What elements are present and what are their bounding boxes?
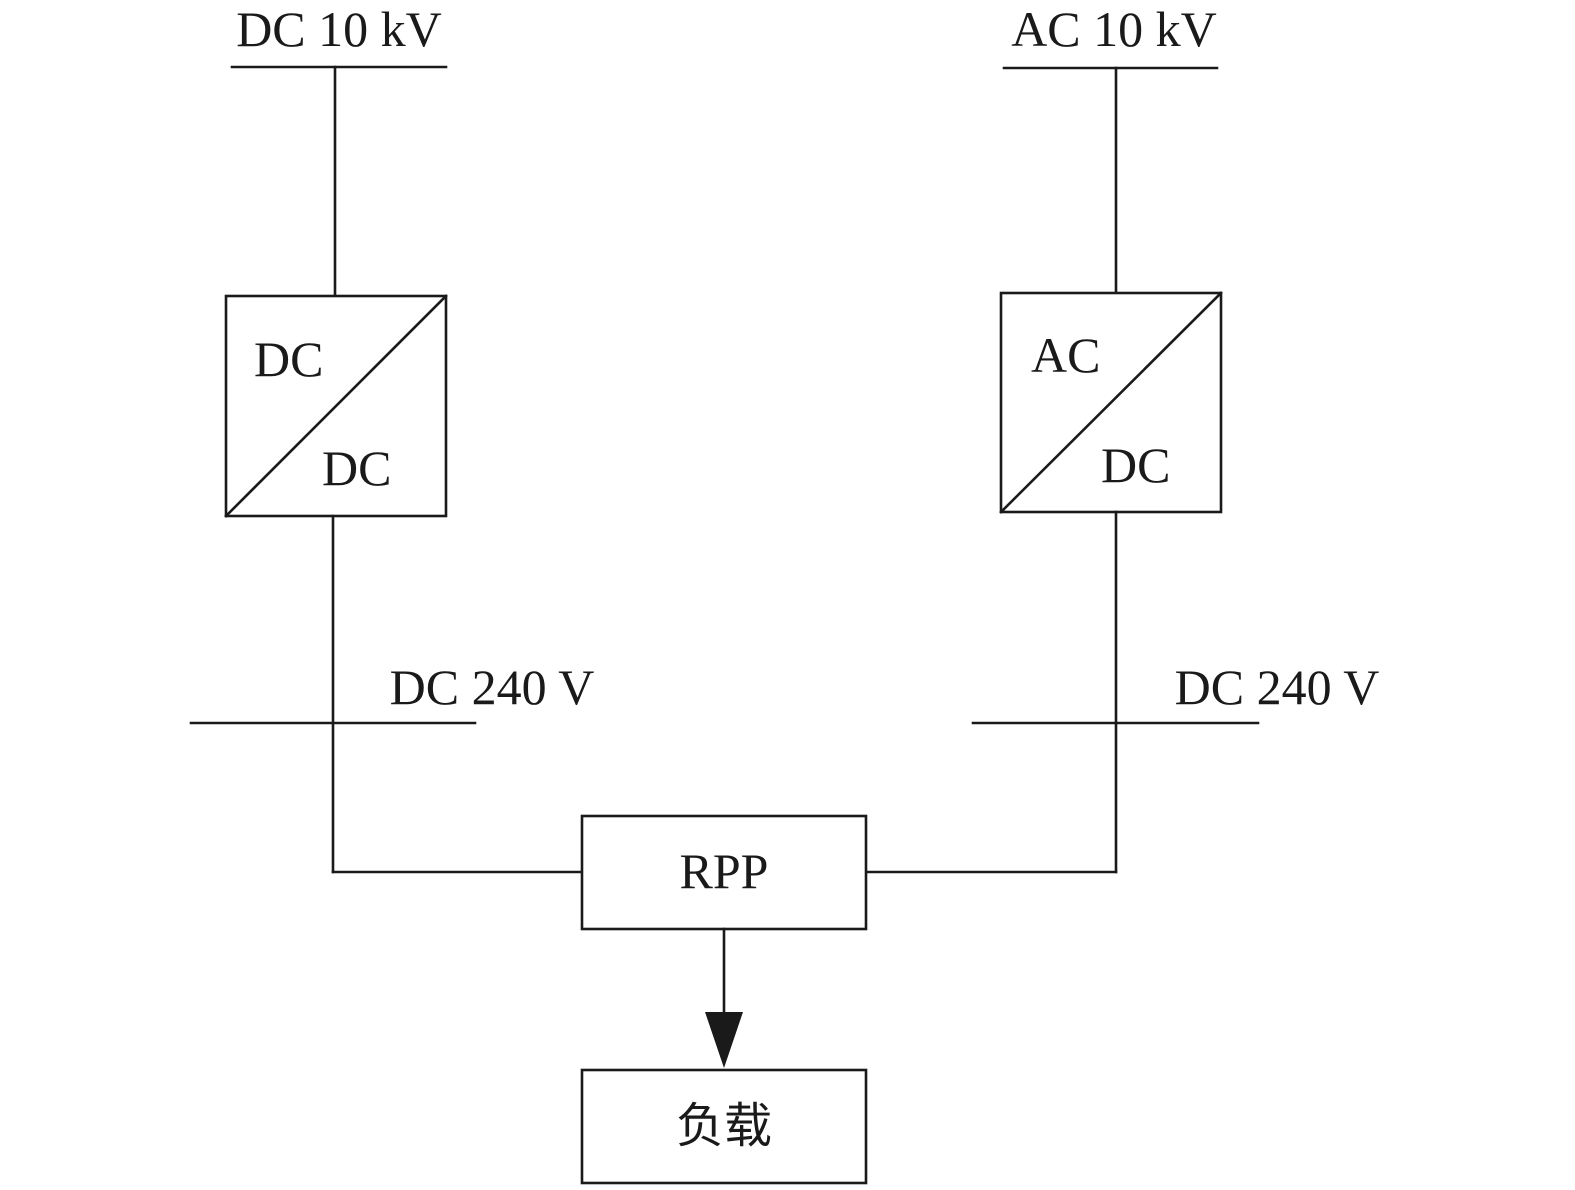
ac-dc-converter-input-label: AC — [1031, 327, 1100, 383]
down-arrow-icon — [705, 1012, 743, 1068]
load-label: 负载 — [676, 1098, 772, 1154]
dc-240v-left-bus-label: DC 240 V — [390, 659, 595, 715]
rpp-label: RPP — [680, 843, 769, 899]
ac-dc-converter: AC DC — [999, 291, 1223, 514]
dc-10kv-bus-label: DC 10 kV — [236, 1, 442, 57]
load-box — [580, 1068, 868, 1185]
dc-dc-converter-diagonal — [224, 294, 448, 518]
rpp-block: RPP — [580, 814, 868, 931]
dc-dc-converter-input-label: DC — [254, 331, 323, 387]
load-block: 负载 — [580, 1068, 868, 1185]
dc-240v-right-bus-label: DC 240 V — [1175, 659, 1380, 715]
rpp-box — [580, 814, 868, 931]
ac-dc-converter-output-label: DC — [1101, 437, 1170, 493]
ac-10kv-bus-label: AC 10 kV — [1011, 1, 1217, 57]
dc-dc-converter: DC DC — [224, 294, 448, 518]
ac-dc-converter-diagonal — [999, 291, 1223, 514]
dc-dc-converter-output-label: DC — [322, 440, 391, 496]
